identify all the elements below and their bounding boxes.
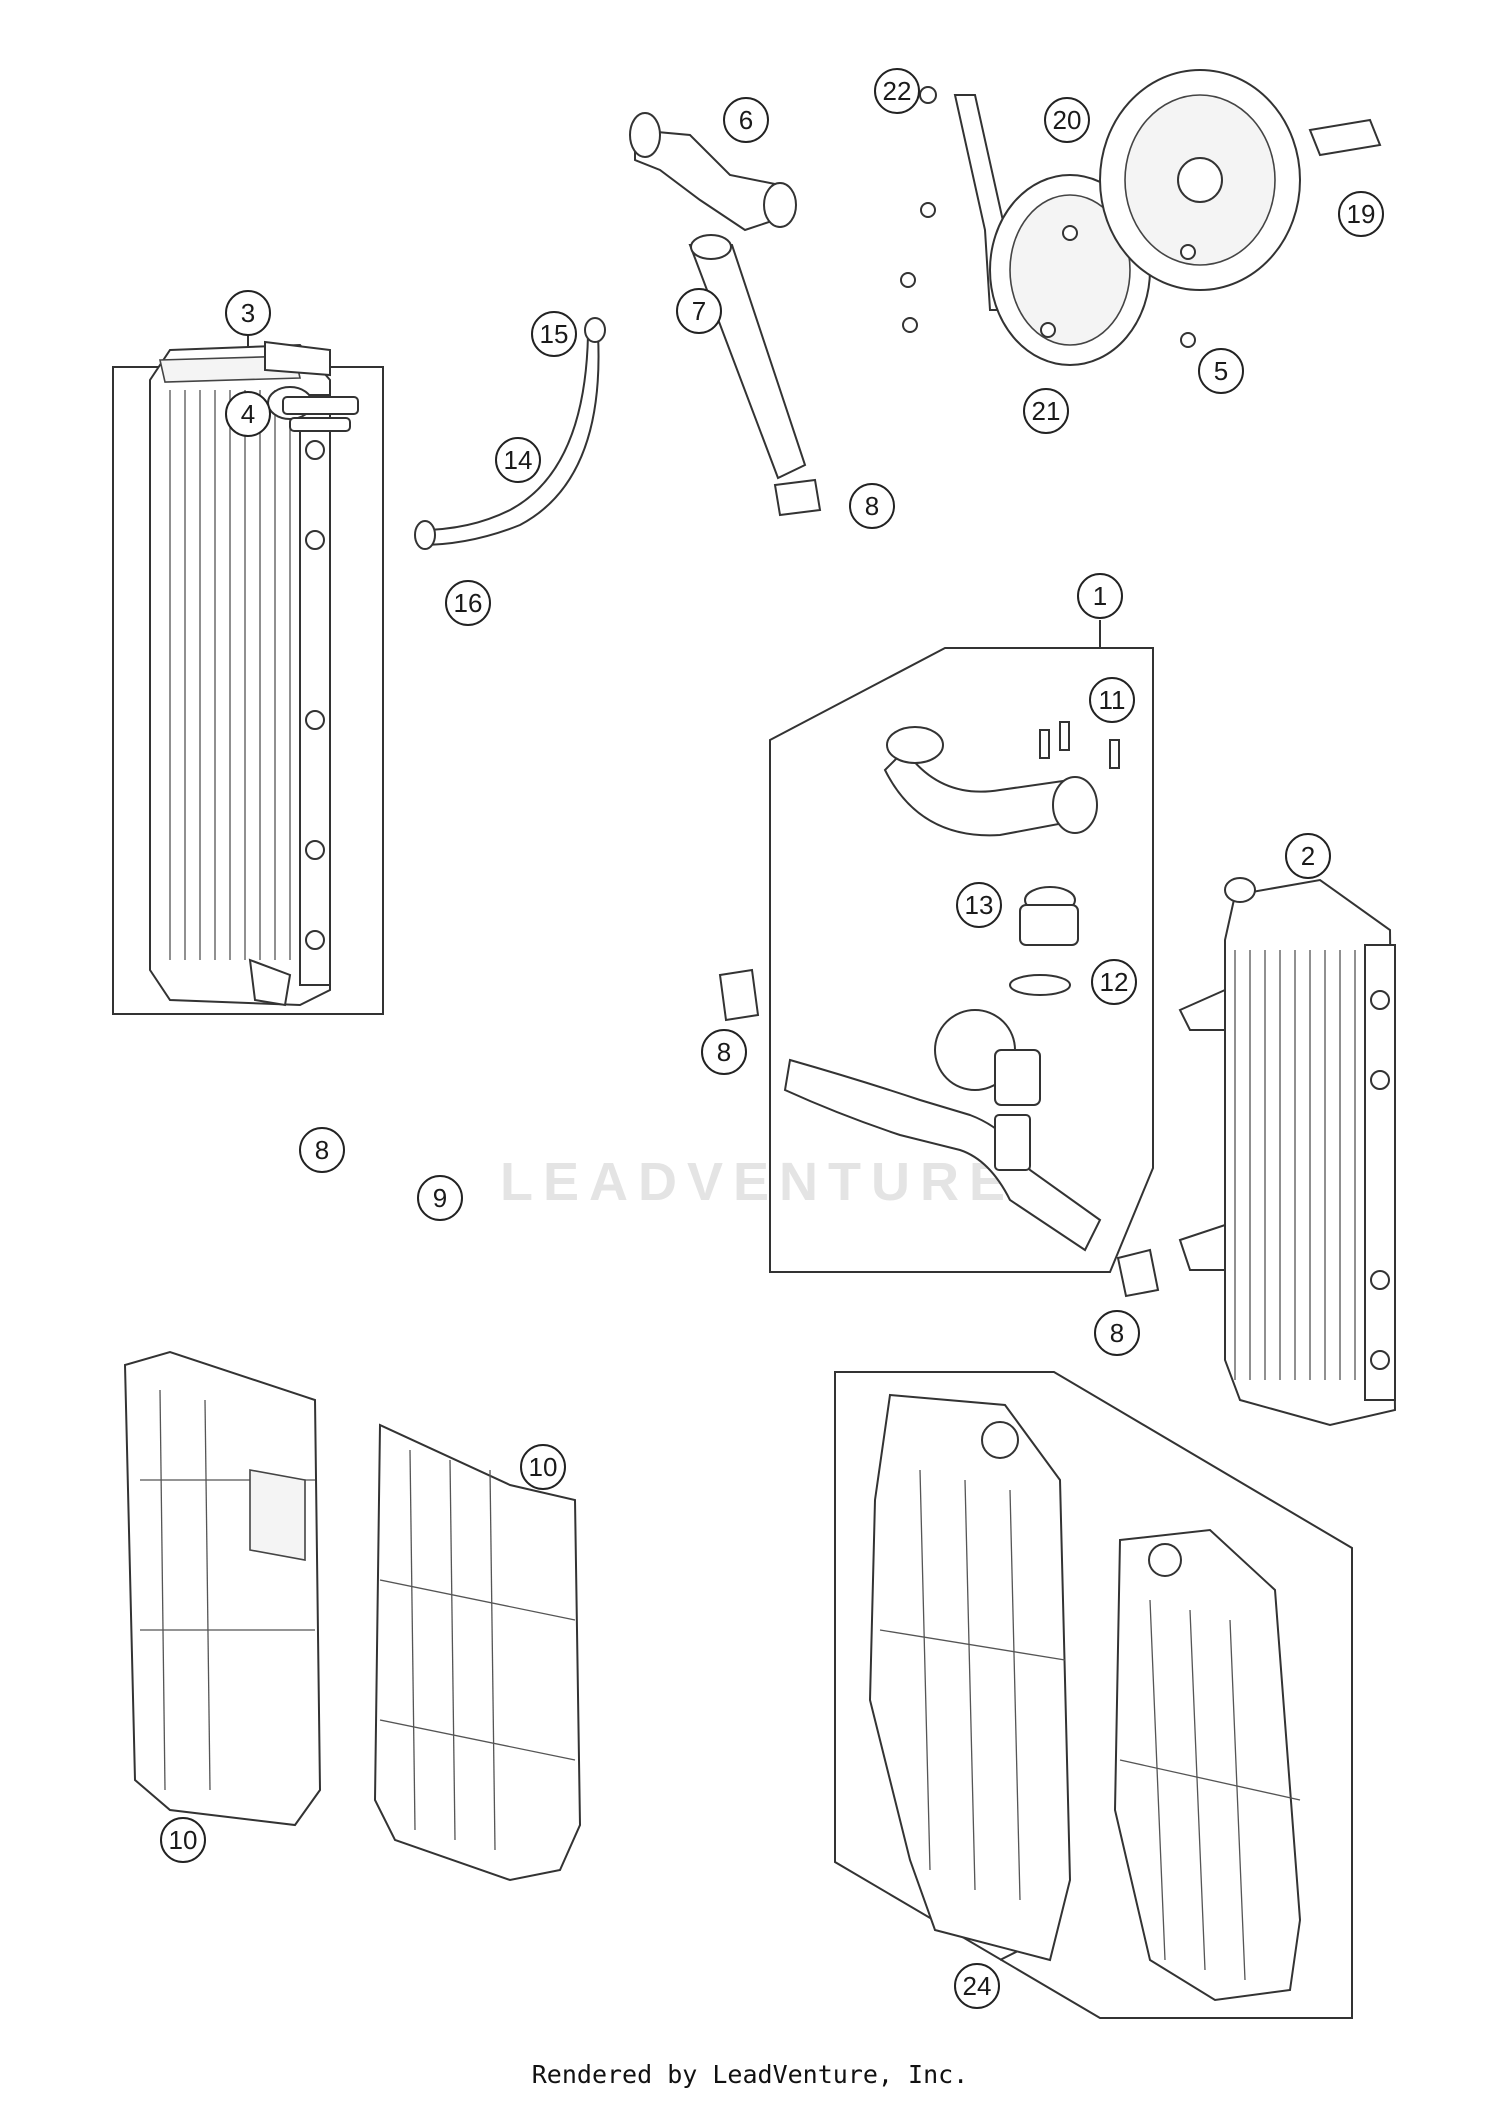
callout-4[interactable]: 4 <box>225 391 271 437</box>
lower-water-hose[interactable] <box>783 1009 1102 1252</box>
callout-label: 7 <box>692 296 706 326</box>
callout-label: 6 <box>739 105 753 135</box>
hose-connector-15[interactable] <box>584 317 606 343</box>
group-1-frame <box>769 647 1154 1273</box>
callout-11[interactable]: 11 <box>1089 677 1135 723</box>
radiator-guard-left[interactable] <box>123 1350 322 1827</box>
hose-clamp-left[interactable] <box>718 968 760 1022</box>
callout-15[interactable]: 15 <box>531 311 577 357</box>
callout-label: 5 <box>1214 356 1228 386</box>
callout-label: 10 <box>529 1452 558 1482</box>
callout-22[interactable]: 22 <box>874 68 920 114</box>
callout-label: 8 <box>717 1037 731 1067</box>
callout-3[interactable]: 3 <box>225 290 271 336</box>
callout-12[interactable]: 12 <box>1091 959 1137 1005</box>
group-24-frame <box>834 1371 1353 2019</box>
callout-label: 4 <box>241 399 255 429</box>
guard-kit-right[interactable] <box>1113 1528 1302 2002</box>
callout-label: 24 <box>963 1971 992 2001</box>
callout-label: 21 <box>1032 396 1061 426</box>
hose-clamp-16[interactable] <box>414 520 436 550</box>
upper-hose-connector[interactable] <box>629 112 797 232</box>
callout-5[interactable]: 5 <box>1198 348 1244 394</box>
left-radiator[interactable] <box>149 340 331 1007</box>
callout-label: 16 <box>454 588 483 618</box>
callout-label: 13 <box>965 890 994 920</box>
callout-7[interactable]: 7 <box>676 288 722 334</box>
callout-1[interactable]: 1 <box>1077 573 1123 619</box>
callout-label: 10 <box>169 1825 198 1855</box>
callout-label: 20 <box>1053 105 1082 135</box>
fan[interactable] <box>1099 69 1382 291</box>
callout-label: 2 <box>1301 841 1315 871</box>
watermark: LEADVENTURE <box>500 1152 1015 1212</box>
thermostat[interactable] <box>1019 886 1079 946</box>
callout-2[interactable]: 2 <box>1285 833 1331 879</box>
right-radiator[interactable] <box>1178 877 1397 1427</box>
callout-8[interactable]: 8 <box>299 1127 345 1173</box>
guard-kit-left[interactable] <box>868 1393 1072 1962</box>
callout-6[interactable]: 6 <box>723 97 769 143</box>
callout-10[interactable]: 10 <box>520 1444 566 1490</box>
callout-20[interactable]: 20 <box>1044 97 1090 143</box>
callout-label: 9 <box>433 1183 447 1213</box>
callout-14[interactable]: 14 <box>495 437 541 483</box>
upper-hose-pipe[interactable] <box>688 234 807 480</box>
callout-21[interactable]: 21 <box>1023 388 1069 434</box>
callout-10[interactable]: 10 <box>160 1817 206 1863</box>
callout-label: 14 <box>504 445 533 475</box>
thermostat-o-ring[interactable] <box>1009 974 1071 996</box>
callout-label: 8 <box>1110 1318 1124 1348</box>
thermostat-housing-hose[interactable] <box>883 726 1098 837</box>
callout-label: 1 <box>1093 581 1107 611</box>
footer-credit: Rendered by LeadVenture, Inc. <box>531 2060 969 2089</box>
fan-screws[interactable] <box>900 86 1196 348</box>
callout-8[interactable]: 8 <box>701 1029 747 1075</box>
callout-label: 11 <box>1099 685 1126 715</box>
callout-13[interactable]: 13 <box>956 882 1002 928</box>
callout-label: 22 <box>883 76 912 106</box>
radiator-guard-right[interactable] <box>373 1423 582 1882</box>
hose-clamp-right[interactable] <box>1116 1248 1160 1298</box>
callout-label: 19 <box>1347 199 1376 229</box>
callout-24[interactable]: 24 <box>954 1963 1000 2009</box>
callout-label: 15 <box>540 319 569 349</box>
callout-label: 8 <box>315 1135 329 1165</box>
callout-label: 3 <box>241 298 255 328</box>
callout-9[interactable]: 9 <box>417 1175 463 1221</box>
callout-8[interactable]: 8 <box>1094 1310 1140 1356</box>
thermostat-bolts[interactable] <box>1039 721 1120 769</box>
callout-16[interactable]: 16 <box>445 580 491 626</box>
callout-19[interactable]: 19 <box>1338 191 1384 237</box>
callout-label: 12 <box>1100 967 1129 997</box>
radiator-cap[interactable] <box>282 396 359 432</box>
callout-8[interactable]: 8 <box>849 483 895 529</box>
hose-clamp-top[interactable] <box>773 478 822 517</box>
callout-label: 8 <box>865 491 879 521</box>
